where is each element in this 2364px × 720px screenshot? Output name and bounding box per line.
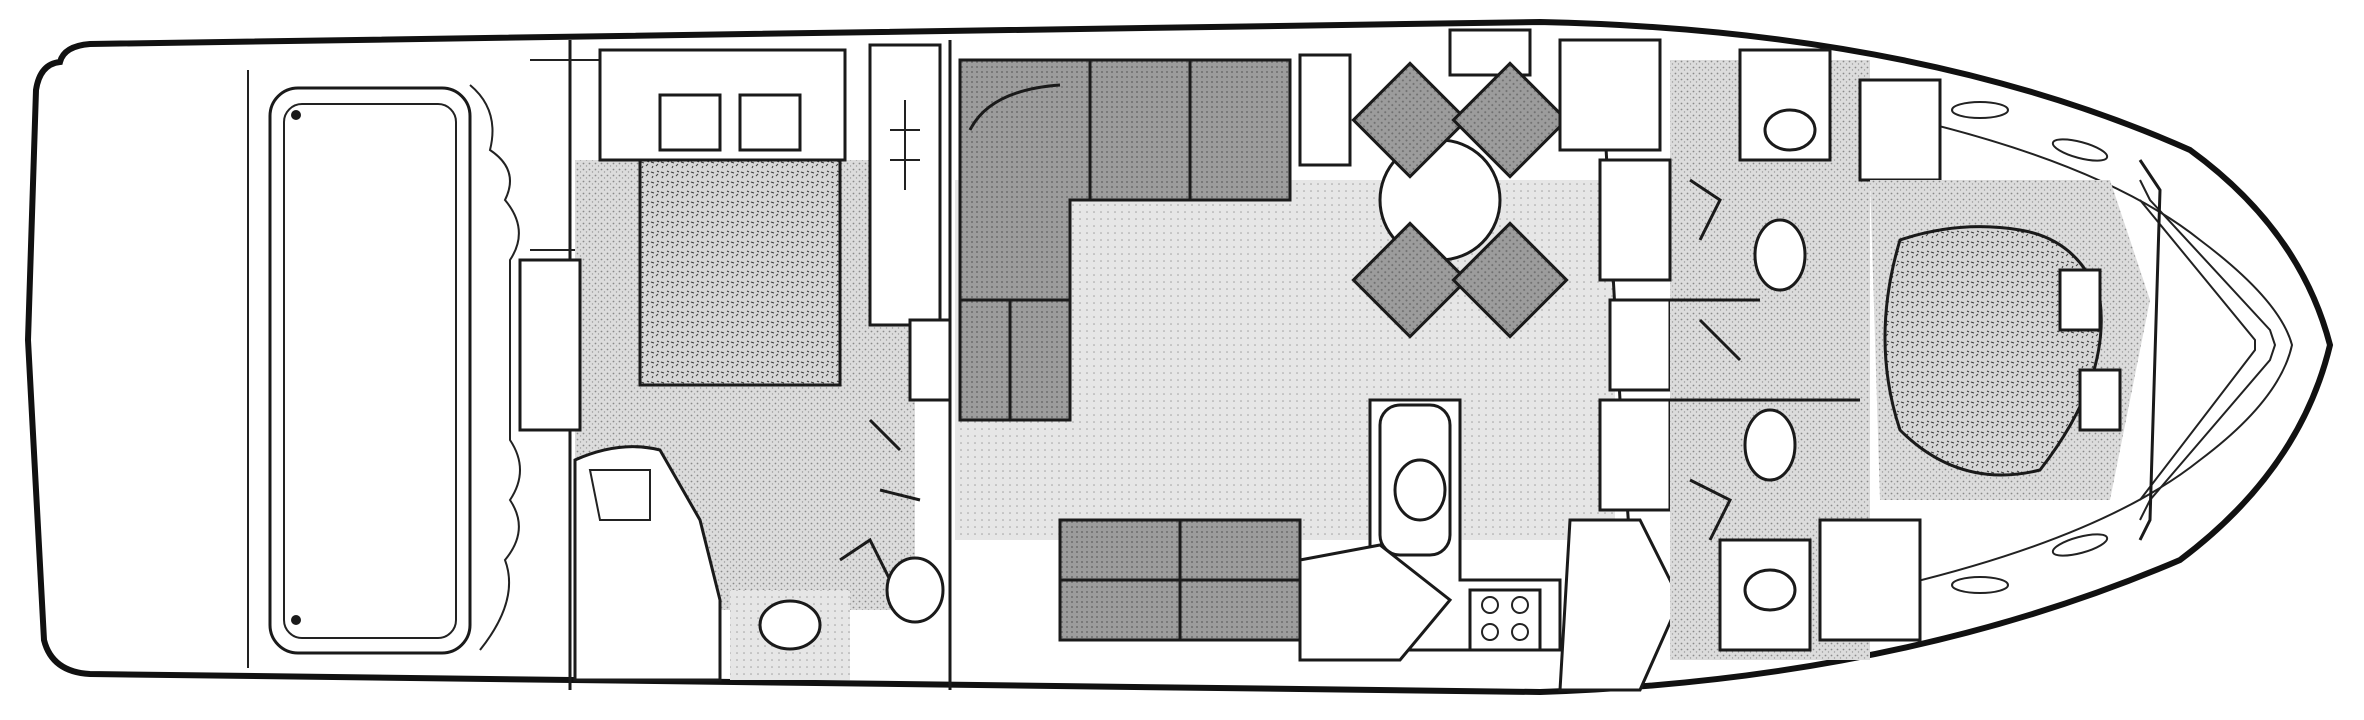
dinette-chairs [1351,61,1569,339]
bow-rail-inner [2139,199,2256,501]
settee-seams [1060,520,1300,640]
master-bed [638,143,842,387]
cockpit-hatch-inner [283,103,457,639]
fwd-head-sink-upper [1763,108,1817,152]
cockpit-steps [469,84,521,651]
companionway-rail [1598,398,1672,512]
fwd-drawer-stack [1858,78,1942,182]
vberth-pillow-upper [2058,268,2102,332]
vberth-bed [1883,225,2103,477]
head-partition [1660,298,1860,402]
master-pillow-right [738,93,802,152]
fwd-drawer-stack-lower [1818,518,1922,642]
master-locker-detail [890,100,920,190]
master-dresser [518,258,582,432]
cooktop-burners [1481,596,1529,641]
master-bed-headboard [598,48,847,162]
salon-entertainment-cab [1448,28,1532,77]
master-pillow-left [658,93,722,152]
hatch-fastener-1 [291,110,301,120]
head-doors [1689,178,1742,541]
salon-l-sofa [958,58,1292,422]
salon-end-table [1298,53,1352,167]
cockpit-hatch [268,86,472,655]
fwd-head-sink-lower [1743,568,1797,612]
companionway-steps [1608,298,1672,392]
master-head-shower [573,445,722,682]
mid-locker-lower [1598,158,1672,282]
galley-cooktop [1468,588,1542,652]
galley-sink [1393,458,1447,522]
fwd-head-toilet-upper [1753,218,1807,292]
master-head-door [839,537,892,581]
vberth-pillow-lower [2078,368,2122,432]
fwd-head-toilet-lower [1743,408,1797,482]
galley-angled-counter [1298,543,1453,662]
master-nightstand [908,318,952,402]
master-head-sink [758,599,822,651]
master-head-toilet [885,556,945,624]
hatch-fastener-2 [291,615,301,625]
salon-sofa-curve [968,83,1061,131]
shower-seat [588,469,651,521]
master-door-swing [868,418,921,502]
portlights [1951,101,2109,594]
vberth-side-bulkhead [2138,159,2162,541]
lower-steps [1558,518,1682,692]
mid-locker-upper [1558,38,1662,152]
deck-inner-line [1879,111,2294,591]
salon-sofa-seams [960,60,1192,420]
